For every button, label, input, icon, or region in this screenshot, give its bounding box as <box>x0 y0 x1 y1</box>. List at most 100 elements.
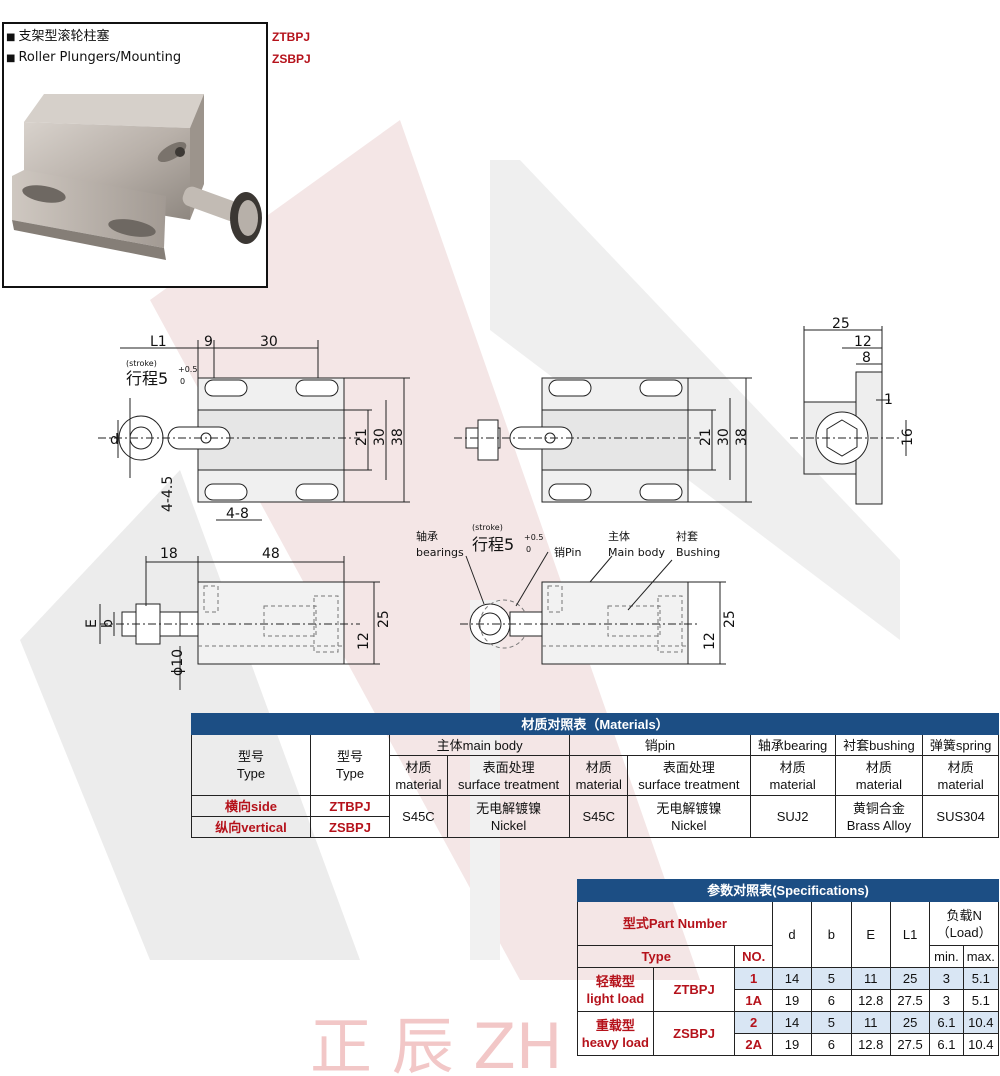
specs-no-cell: 2A <box>734 1033 773 1056</box>
header-title-cn: ■支架型滚轮柱塞 <box>6 29 110 44</box>
code-ztbpj: ZTBPJ <box>272 30 311 44</box>
specs-no-cell: 1 <box>734 967 773 990</box>
specs-load-min: min. <box>929 945 964 968</box>
specs-col-E: E <box>850 901 891 968</box>
specs-max-cell: 5.1 <box>962 989 1000 1012</box>
specs-no-cell: 1A <box>734 989 773 1012</box>
dim-stroke: 行程5 <box>126 369 168 388</box>
specs-code-light: ZTBPJ <box>652 967 736 1012</box>
specs-L1-cell: 25 <box>889 1011 931 1034</box>
specs-d-cell: 19 <box>771 1033 813 1056</box>
label-bearings-cn: 轴承 <box>416 529 438 543</box>
specs-col-d: d <box>771 901 813 968</box>
drawing-top-left <box>98 340 410 521</box>
drawing-bottom-left <box>99 556 380 690</box>
dim-4-4.5: 4-4.5 <box>160 476 176 512</box>
drawing-top-right <box>790 326 907 505</box>
mat-group-main: 主体main body <box>388 734 571 756</box>
label-main-en: Main body <box>608 546 665 559</box>
specs-col-b: b <box>811 901 852 968</box>
dim-8-top: 8 <box>862 350 871 366</box>
label-main-cn: 主体 <box>608 529 630 543</box>
specs-d-cell: 14 <box>771 1011 813 1034</box>
specs-L1-cell: 25 <box>889 967 931 990</box>
dim-12-bm: 12 <box>702 632 718 650</box>
product-photo <box>12 94 262 260</box>
specs-L1-cell: 27.5 <box>889 989 931 1012</box>
mat-group-spring: 弹簧spring <box>922 734 999 756</box>
mat-spring: SUS304 <box>922 795 999 838</box>
specs-min-cell: 3 <box>929 967 964 990</box>
label-stroke: 行程5 <box>472 535 514 554</box>
specs-min-cell: 6.1 <box>929 1033 964 1056</box>
dim-30-b: 30 <box>716 428 732 446</box>
specs-load-max: max. <box>962 945 1000 968</box>
dim-phi10: ϕ10 <box>170 649 186 676</box>
specs-max-cell: 10.4 <box>962 1011 1000 1034</box>
drawing-bottom-mid <box>460 551 726 665</box>
label-bush-en: Bushing <box>676 546 720 559</box>
specs-E-cell: 12.8 <box>850 1033 891 1056</box>
mat-main-material: S45C <box>389 795 448 838</box>
mat-row-dir: 横向side <box>191 795 311 817</box>
drawing-top-mid <box>454 377 752 503</box>
specs-E-cell: 11 <box>850 967 891 990</box>
specs-table: 参数对照表(Specifications) 型式Part Number d b … <box>576 879 1000 1056</box>
mat-row-dir: 纵向vertical <box>191 816 311 838</box>
dim-30: 30 <box>260 334 278 350</box>
technical-drawings: L1 9 30 (stroke) 行程5 +0.5 0 d 4-4.5 4-8 … <box>84 316 916 690</box>
specs-title: 参数对照表(Specifications) <box>577 879 999 902</box>
dim-21-a: 21 <box>354 428 370 446</box>
dim-E: E <box>84 619 100 628</box>
specs-E-cell: 11 <box>850 1011 891 1034</box>
specs-L1-cell: 27.5 <box>889 1033 931 1056</box>
specs-b-cell: 5 <box>811 967 852 990</box>
materials-title: 材质对照表（Materials） <box>191 713 999 735</box>
dim-stroke-small: (stroke) <box>126 359 157 368</box>
dim-12-bl: 12 <box>356 632 372 650</box>
mat-row-code: ZTBPJ <box>310 795 390 817</box>
specs-E-cell: 12.8 <box>850 989 891 1012</box>
dim-30-a: 30 <box>372 428 388 446</box>
label-pin: 销Pin <box>554 545 581 559</box>
specs-no: NO. <box>734 945 773 968</box>
specs-b-cell: 6 <box>811 1033 852 1056</box>
specs-max-cell: 10.4 <box>962 1033 1000 1056</box>
mat-group-pin: 销pin <box>569 734 751 756</box>
specs-code-heavy: ZSBPJ <box>652 1011 736 1056</box>
mat-row-code: ZSBPJ <box>310 816 390 838</box>
specs-d-cell: 14 <box>771 967 813 990</box>
specs-part-number: 型式Part Number <box>577 901 773 946</box>
code-zsbpj: ZSBPJ <box>272 52 311 66</box>
specs-b-cell: 6 <box>811 989 852 1012</box>
dim-tol-up: +0.5 <box>178 365 197 374</box>
dim-25-bm: 25 <box>722 610 738 628</box>
label-bearings-en: bearings <box>416 546 464 559</box>
specs-d-cell: 19 <box>771 989 813 1012</box>
mat-pin-material: S45C <box>569 795 629 838</box>
dim-48: 48 <box>262 546 280 562</box>
specs-col-L1: L1 <box>889 901 931 968</box>
mat-group-bearing: 轴承bearing <box>749 734 836 756</box>
mat-group-bushing: 衬套bushing <box>834 734 924 756</box>
watermark-text: 正 辰 ZH <box>310 1010 563 1076</box>
dim-25-top: 25 <box>832 316 850 332</box>
specs-b-cell: 5 <box>811 1011 852 1034</box>
dim-tol-lo: 0 <box>180 377 185 386</box>
mat-bearing: SUJ2 <box>749 795 836 838</box>
label-tol-up: +0.5 <box>524 533 543 542</box>
dim-12-top: 12 <box>854 334 872 350</box>
